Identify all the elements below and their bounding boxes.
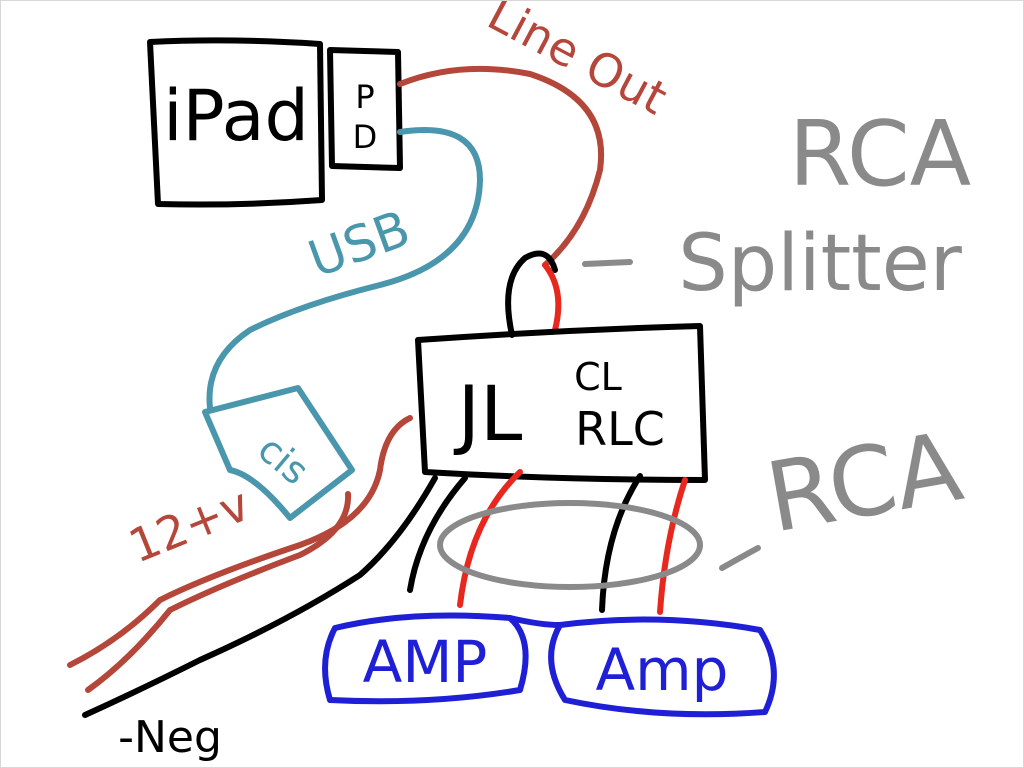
jlc-box: JL CL RLC: [415, 323, 708, 483]
jlc-prefix-label: JL: [454, 369, 523, 458]
rca-splitter-label-line2: Splitter: [678, 219, 963, 309]
amp-link: [507, 615, 563, 628]
lead-black-left: [407, 475, 468, 593]
usb-label: USB: [301, 199, 417, 289]
rca-ellipse: [437, 500, 703, 590]
amp-right-label: Amp: [596, 636, 729, 704]
power-wire-2: [85, 491, 352, 693]
neg-label: -Neg: [118, 712, 222, 763]
line-out-label: Line Out: [479, 0, 676, 125]
splitter-red-lead: [542, 262, 562, 333]
amp-left: AMP: [322, 612, 529, 705]
rca-label: RCA: [759, 410, 970, 554]
ipad-box: iPad P D: [147, 37, 403, 208]
ipad-label: iPad: [163, 75, 309, 157]
lead-red-right: [657, 477, 688, 615]
dock-glyph-bottom: D: [353, 118, 378, 156]
ipad-dock-connector: [327, 47, 403, 171]
rca-pointer-dash: [719, 545, 761, 571]
usb-cable: [206, 127, 484, 411]
rca-splitter-label-line1: RCA: [789, 102, 971, 207]
line-out-cable: [397, 65, 605, 268]
rca-splitter-loop: [505, 250, 558, 338]
power-label: 12+v: [121, 477, 256, 574]
ground-wire: [82, 475, 438, 718]
jlc-top-label: CL: [574, 355, 622, 399]
lead-red-left: [457, 469, 523, 608]
amp-right: Amp: [548, 616, 777, 718]
splitter-pointer-dash: [582, 259, 633, 267]
jlc-bottom-label: RLC: [575, 402, 665, 456]
lead-black-right: [599, 473, 643, 613]
power-wire-1: [67, 415, 413, 668]
dock-glyph-top: P: [355, 78, 374, 116]
amp-left-label: AMP: [363, 628, 488, 696]
